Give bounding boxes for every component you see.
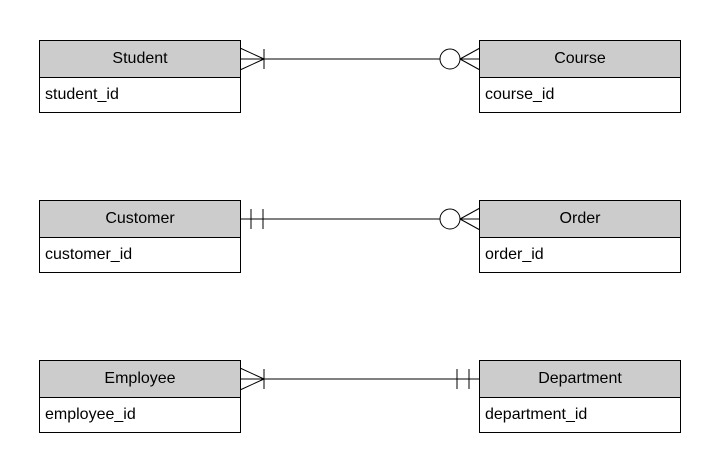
entity-attribute: student_id: [40, 78, 240, 112]
entity-attribute: course_id: [480, 78, 680, 112]
entity-attribute: department_id: [480, 398, 680, 432]
entity-department[interactable]: Department department_id: [479, 360, 681, 433]
entity-customer[interactable]: Customer customer_id: [39, 200, 241, 273]
entity-title: Customer: [40, 201, 240, 238]
entity-title: Student: [40, 41, 240, 78]
entity-attribute: customer_id: [40, 238, 240, 272]
entity-title: Course: [480, 41, 680, 78]
entity-order[interactable]: Order order_id: [479, 200, 681, 273]
entity-employee[interactable]: Employee employee_id: [39, 360, 241, 433]
connector-student-course[interactable]: [239, 47, 481, 71]
connector-customer-order[interactable]: [240, 207, 481, 231]
entity-attribute: employee_id: [40, 398, 240, 432]
entity-student[interactable]: Student student_id: [39, 40, 241, 113]
entity-title: Department: [480, 361, 680, 398]
entity-title: Order: [480, 201, 680, 238]
entity-title: Employee: [40, 361, 240, 398]
connector-employee-department[interactable]: [239, 367, 480, 391]
entity-attribute: order_id: [480, 238, 680, 272]
entity-course[interactable]: Course course_id: [479, 40, 681, 113]
